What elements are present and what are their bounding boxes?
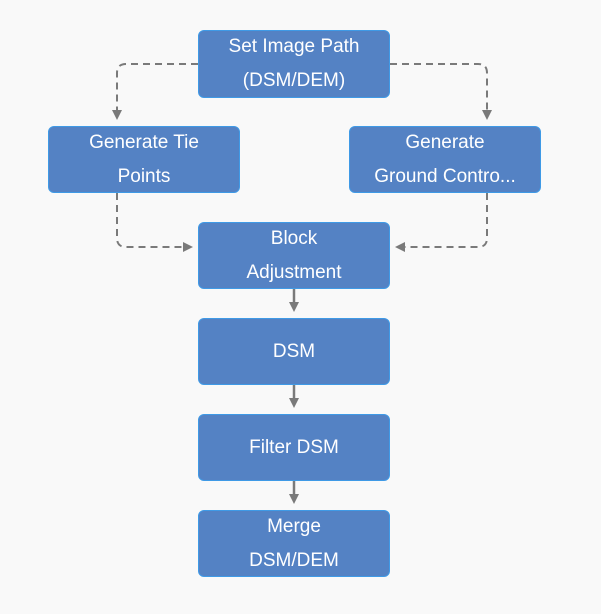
node-label-line: Points	[117, 165, 171, 187]
node-label-line: (DSM/DEM)	[242, 70, 346, 91]
node-label-line: Generate Tie	[89, 131, 199, 153]
node-generate-ground-control[interactable]: Generate Ground Contro...	[349, 126, 541, 193]
node-set-image-path[interactable]: Set Image Path (DSM/DEM)	[198, 30, 390, 98]
node-label-line: Filter DSM	[249, 436, 339, 458]
node-label-line: DSM	[272, 340, 316, 362]
node-label-line: Block	[270, 227, 318, 249]
node-filter-dsm[interactable]: Filter DSM	[198, 414, 390, 481]
node-label-line: Set Image Path	[228, 36, 360, 57]
edge-set-to-tie	[112, 63, 198, 120]
node-block-adjustment[interactable]: Block Adjustment	[198, 222, 390, 289]
node-generate-tie-points[interactable]: Generate Tie Points	[48, 126, 240, 193]
node-dsm[interactable]: DSM	[198, 318, 390, 385]
node-label-line: DSM/DEM	[249, 549, 339, 571]
edge-tie-to-block	[116, 193, 193, 252]
node-merge-dsm-dem[interactable]: Merge DSM/DEM	[198, 510, 390, 577]
node-label-line: Merge	[267, 515, 321, 537]
node-label-line: Ground Contro...	[374, 165, 516, 187]
edge-gcp-to-block	[395, 193, 488, 252]
edge-set-to-gcp	[390, 63, 492, 120]
node-label-line: Generate	[405, 131, 485, 153]
node-label-line: Adjustment	[246, 261, 342, 283]
